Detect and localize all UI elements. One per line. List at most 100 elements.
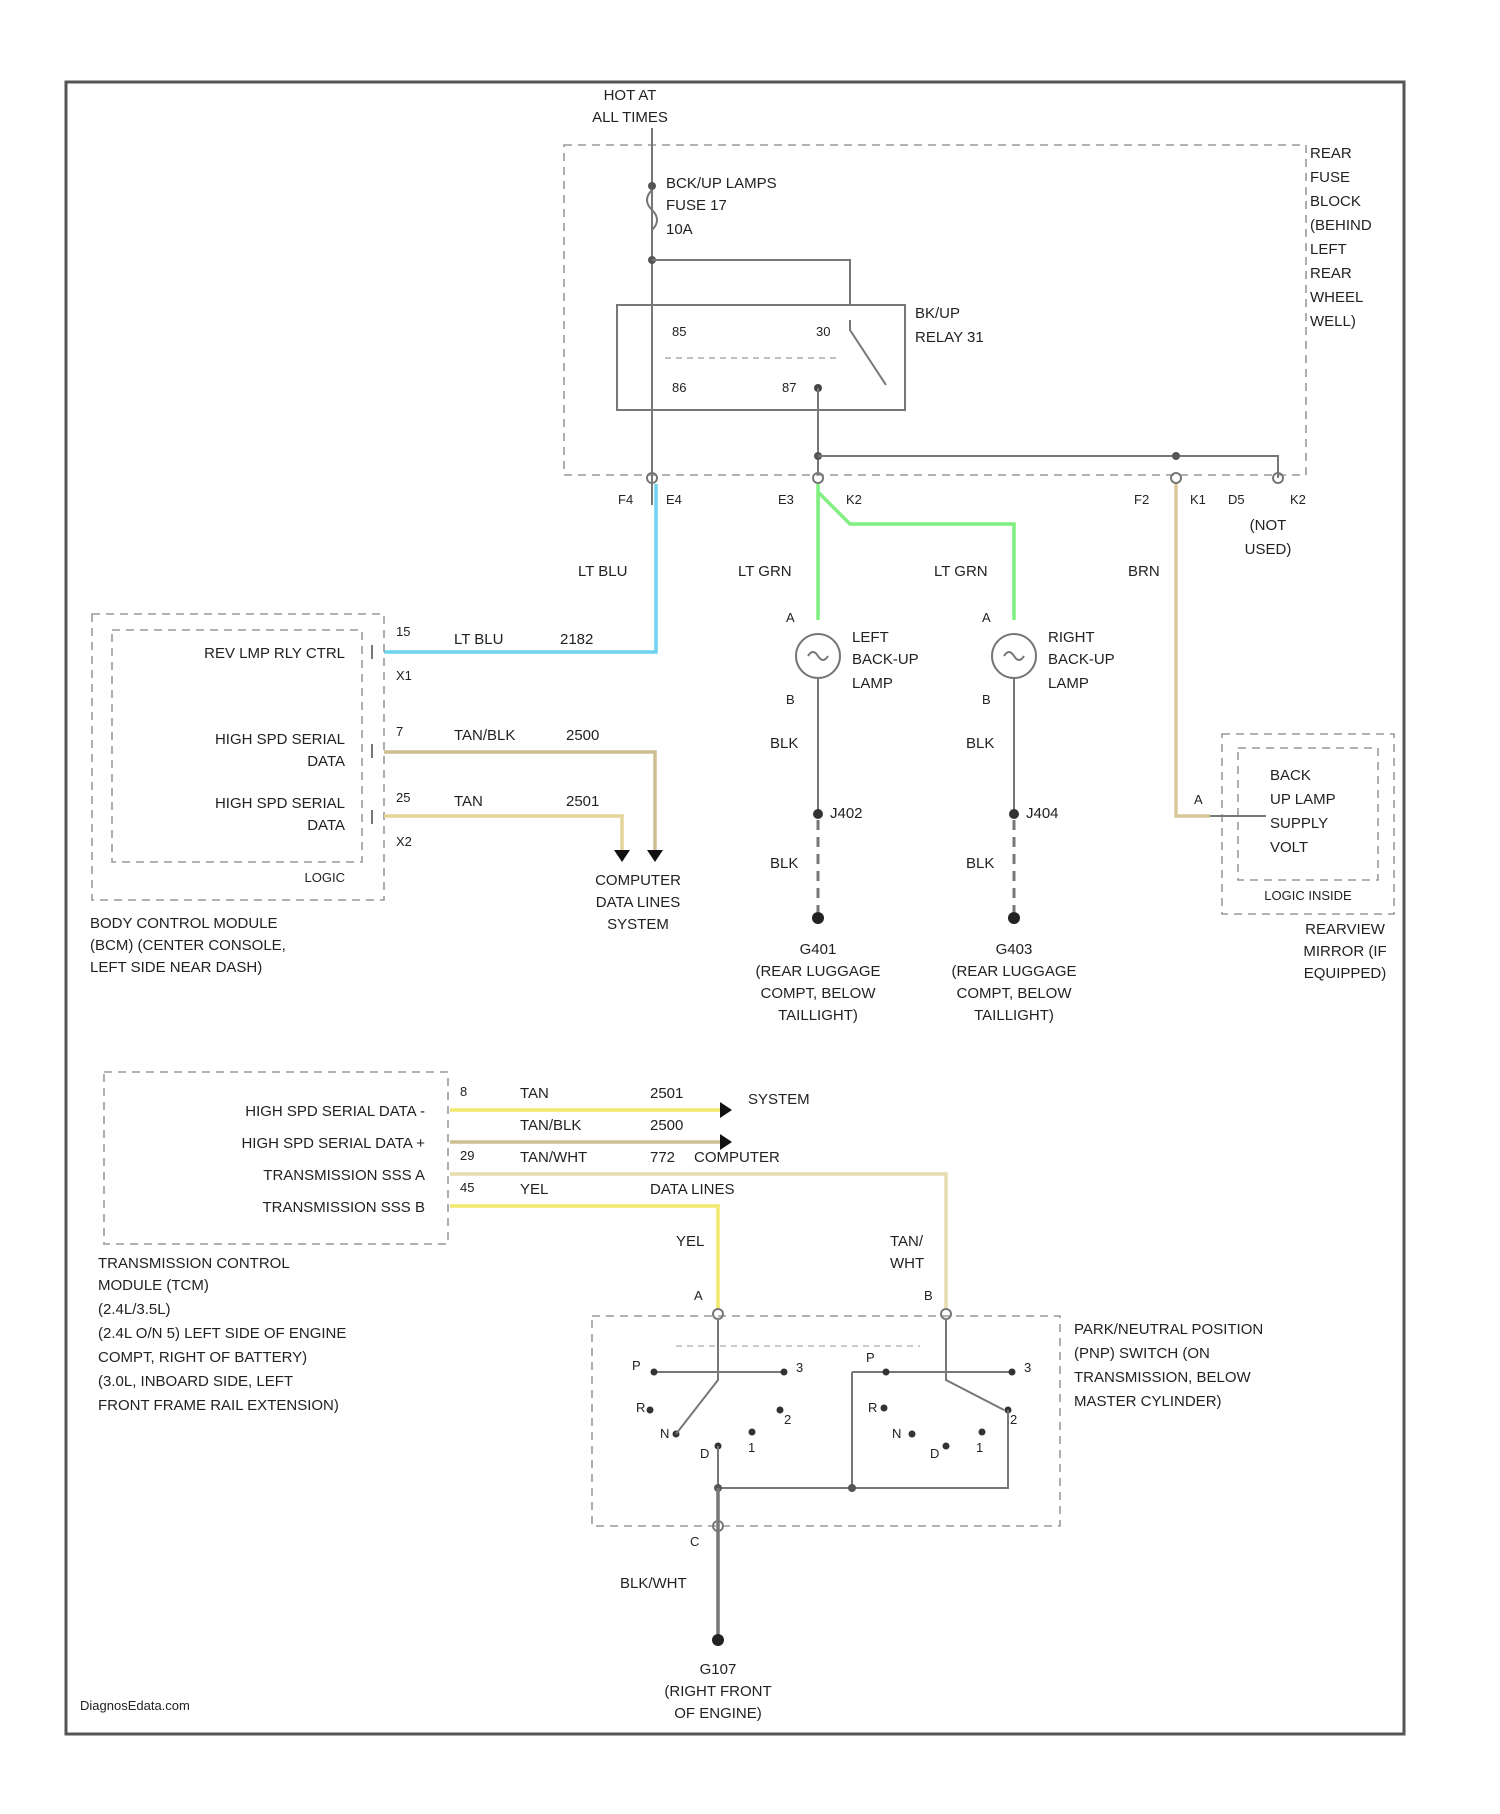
arrow-tan bbox=[614, 850, 630, 862]
right-lamp-wire-ground: BLK bbox=[966, 855, 994, 872]
left-lamp-splice-label: J402 bbox=[830, 805, 863, 822]
left-lamp-ground-label: G401 (REAR LUGGAGE COMPT, BELOW TAILLIGH… bbox=[755, 941, 880, 1024]
pnp-left-pos-2: 2 bbox=[784, 1412, 791, 1427]
svg-text:WHEEL: WHEEL bbox=[1310, 289, 1363, 306]
lt-grn-wire-right bbox=[818, 492, 1014, 620]
svg-text:COMPUTER: COMPUTER bbox=[595, 872, 681, 889]
svg-text:TRANSMISSION CONTROL: TRANSMISSION CONTROL bbox=[98, 1255, 290, 1272]
svg-text:LEFT: LEFT bbox=[852, 629, 889, 646]
svg-text:BCK/UP LAMPS: BCK/UP LAMPS bbox=[666, 175, 777, 192]
left-lamp-label: LEFT BACK-UP LAMP bbox=[852, 629, 919, 692]
svg-text:(REAR LUGGAGE: (REAR LUGGAGE bbox=[951, 963, 1076, 980]
diagram-frame bbox=[66, 82, 1404, 1734]
bcm-wire1-color: LT BLU bbox=[454, 631, 503, 648]
right-lamp-splice bbox=[1009, 809, 1019, 819]
svg-text:HOT AT: HOT AT bbox=[604, 87, 657, 104]
tcm-arrow-2 bbox=[720, 1134, 732, 1150]
svg-text:REAR: REAR bbox=[1310, 145, 1352, 162]
pnp-right-pos-3: 3 bbox=[1024, 1360, 1031, 1375]
svg-text:ALL TIMES: ALL TIMES bbox=[592, 109, 668, 126]
svg-text:COMPT, BELOW: COMPT, BELOW bbox=[760, 985, 876, 1002]
fuse-label: BCK/UP LAMPS FUSE 17 10A bbox=[666, 175, 777, 238]
svg-text:WHT: WHT bbox=[890, 1255, 924, 1272]
left-lamp-wire-top: LT GRN bbox=[738, 563, 792, 580]
svg-text:BACK-UP: BACK-UP bbox=[852, 651, 919, 668]
pnp-right-pos-1: 1 bbox=[976, 1440, 983, 1455]
svg-text:LAMP: LAMP bbox=[1048, 675, 1089, 692]
bcm-wire1-circuit: 2182 bbox=[560, 631, 593, 648]
svg-text:G401: G401 bbox=[800, 941, 837, 958]
svg-text:HIGH SPD SERIAL: HIGH SPD SERIAL bbox=[215, 731, 345, 748]
right-lamp-wire-top: LT GRN bbox=[934, 563, 988, 580]
tcm-system-label: SYSTEM bbox=[748, 1091, 810, 1108]
bcm-row-serial-2-label: HIGH SPD SERIAL DATA bbox=[215, 795, 345, 834]
right-lamp-label: RIGHT BACK-UP LAMP bbox=[1048, 629, 1115, 692]
computer-data-lines-label: COMPUTER DATA LINES SYSTEM bbox=[595, 872, 681, 933]
pnp-ground-label: G107 (RIGHT FRONT OF ENGINE) bbox=[664, 1661, 771, 1722]
svg-text:USED): USED) bbox=[1245, 541, 1292, 558]
bcm-row-rev-lamp-label: REV LMP RLY CTRL bbox=[204, 645, 345, 662]
right-lamp-splice-label: J404 bbox=[1026, 805, 1059, 822]
svg-text:BODY CONTROL MODULE: BODY CONTROL MODULE bbox=[90, 915, 278, 932]
svg-text:RIGHT: RIGHT bbox=[1048, 629, 1095, 646]
pnp-right-pos-n: N bbox=[892, 1426, 901, 1441]
svg-text:LEFT SIDE NEAR DASH): LEFT SIDE NEAR DASH) bbox=[90, 959, 262, 976]
tan-wire-bcm bbox=[384, 816, 622, 850]
bus-node-brn bbox=[1172, 452, 1180, 460]
tcm-wire-tan-wht-label: TAN/WHT bbox=[520, 1149, 587, 1166]
bcm-conn-x2: X2 bbox=[396, 834, 412, 849]
svg-text:(NOT: (NOT bbox=[1250, 517, 1287, 534]
tcm-wire-tan-circuit: 2501 bbox=[650, 1085, 683, 1102]
relay-feed-branch bbox=[652, 260, 850, 305]
tcm-pin-45: 45 bbox=[460, 1180, 474, 1195]
svg-text:HIGH SPD SERIAL: HIGH SPD SERIAL bbox=[215, 795, 345, 812]
svg-text:LEFT: LEFT bbox=[1310, 241, 1347, 258]
pnp-pin-a: A bbox=[694, 1288, 703, 1303]
mirror-logic-inside: LOGIC INSIDE bbox=[1264, 888, 1352, 903]
svg-text:FRONT FRAME RAIL EXTENSION): FRONT FRAME RAIL EXTENSION) bbox=[98, 1397, 339, 1414]
svg-text:TAN/: TAN/ bbox=[890, 1233, 924, 1250]
tcm-computer-label: COMPUTER bbox=[694, 1149, 780, 1166]
relay-switch bbox=[850, 320, 886, 385]
pnp-left-pos-1: 1 bbox=[748, 1440, 755, 1455]
pnp-left-pos-d: D bbox=[700, 1446, 709, 1461]
svg-text:MIRROR (IF: MIRROR (IF bbox=[1303, 943, 1386, 960]
relay-pin-87: 87 bbox=[782, 380, 796, 395]
bcm-pin-15: 15 bbox=[396, 624, 410, 639]
relay-pin-86: 86 bbox=[672, 380, 686, 395]
svg-text:PARK/NEUTRAL POSITION: PARK/NEUTRAL POSITION bbox=[1074, 1321, 1263, 1338]
svg-text:TAILLIGHT): TAILLIGHT) bbox=[778, 1007, 858, 1024]
bcm-wire3-color: TAN bbox=[454, 793, 483, 810]
pnp-wire-left-label: YEL bbox=[676, 1233, 704, 1250]
svg-text:10A: 10A bbox=[666, 221, 693, 238]
svg-text:DATA: DATA bbox=[307, 817, 345, 834]
conn-pin-f4: F4 bbox=[618, 492, 633, 507]
mirror-inner-label: BACK UP LAMP SUPPLY VOLT bbox=[1270, 767, 1336, 856]
relay-pin-30: 30 bbox=[816, 324, 830, 339]
svg-text:G107: G107 bbox=[700, 1661, 737, 1678]
pnp-left-pos-n: N bbox=[660, 1426, 669, 1441]
brn-wire bbox=[1176, 484, 1210, 816]
svg-text:EQUIPPED): EQUIPPED) bbox=[1304, 965, 1387, 982]
svg-text:OF ENGINE): OF ENGINE) bbox=[674, 1705, 762, 1722]
conn-pin-f2: F2 bbox=[1134, 492, 1149, 507]
pnp-right-pos-p: P bbox=[866, 1350, 875, 1365]
tcm-wire-tan-blk-circuit: 2500 bbox=[650, 1117, 683, 1134]
tcm-pin-8: 8 bbox=[460, 1084, 467, 1099]
right-lamp-filament bbox=[1004, 652, 1024, 660]
backup-relay-label: BK/UP RELAY 31 bbox=[915, 305, 984, 346]
svg-text:(BCM) (CENTER CONSOLE,: (BCM) (CENTER CONSOLE, bbox=[90, 937, 286, 954]
svg-text:MODULE (TCM): MODULE (TCM) bbox=[98, 1277, 209, 1294]
watermark: DiagnosEdata.com bbox=[80, 1698, 190, 1713]
svg-text:(2.4L/3.5L): (2.4L/3.5L) bbox=[98, 1301, 171, 1318]
lt-blu-wire-label: LT BLU bbox=[578, 563, 627, 580]
svg-text:COMPT, RIGHT OF BATTERY): COMPT, RIGHT OF BATTERY) bbox=[98, 1349, 307, 1366]
svg-text:TRANSMISSION, BELOW: TRANSMISSION, BELOW bbox=[1074, 1369, 1252, 1386]
bcm-pin-7: 7 bbox=[396, 724, 403, 739]
tcm-wire-tan-wht-circuit: 772 bbox=[650, 1149, 675, 1166]
bcm-pin-25: 25 bbox=[396, 790, 410, 805]
svg-text:RELAY 31: RELAY 31 bbox=[915, 329, 984, 346]
svg-text:VOLT: VOLT bbox=[1270, 839, 1308, 856]
pnp-right-pos-r: R bbox=[868, 1400, 877, 1415]
